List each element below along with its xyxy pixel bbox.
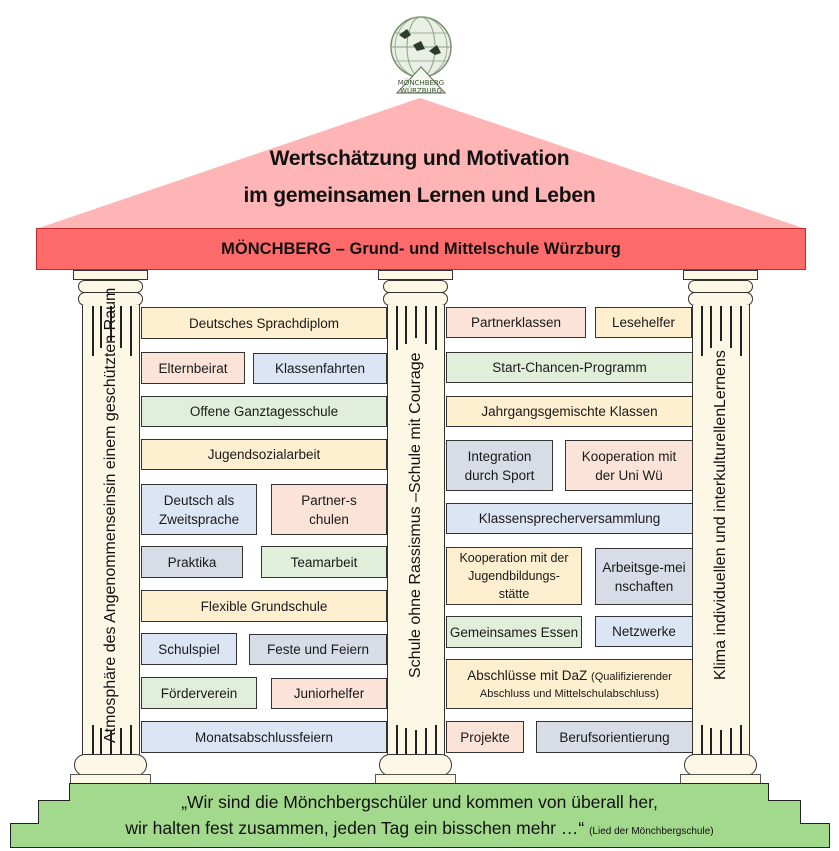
left-column-shaft bbox=[82, 305, 140, 757]
roof-title-line1: Wertschätzung und Motivation bbox=[269, 147, 570, 170]
box-netzwerke: Netzwerke bbox=[595, 616, 693, 647]
quote-source: (Lied der Mönchbergschule) bbox=[589, 826, 714, 837]
globe-climbers-logo-icon: MÖNCHBERG WÜRZBURG bbox=[390, 16, 452, 95]
roof-triangle bbox=[36, 98, 806, 229]
right-column-shaft bbox=[692, 305, 750, 757]
box-elternbeirat: Elternbeirat bbox=[141, 352, 245, 384]
svg-text:MÖNCHBERG: MÖNCHBERG bbox=[398, 78, 444, 87]
left-column-base bbox=[74, 754, 147, 776]
box-teamarbeit: Teamarbeit bbox=[261, 546, 387, 578]
middle-column-capital-ring bbox=[383, 292, 448, 306]
middle-column-label: Schule ohne Rassismus –Schule mit Courag… bbox=[407, 352, 424, 678]
box-kooperation-uni: Kooperation mit der Uni Wü bbox=[565, 440, 693, 491]
box-schulspiel: Schulspiel bbox=[141, 633, 237, 665]
abschluesse-note: (Qualifizierender bbox=[591, 670, 672, 683]
right-column-label: Klima individuellen und interkulturellen… bbox=[712, 350, 729, 680]
box-foerderverein: Förderverein bbox=[141, 677, 257, 709]
box-partnerklassen: Partnerklassen bbox=[446, 307, 586, 338]
middle-column-shaft bbox=[387, 305, 445, 757]
box-deutsch-als-zweitsprache: Deutsch als Zweitsprache bbox=[141, 484, 257, 535]
box-start-chancen-programm: Start-Chancen-Programm bbox=[446, 352, 693, 383]
middle-column-abacus bbox=[378, 270, 453, 280]
box-praktika: Praktika bbox=[141, 546, 243, 578]
box-juniorhelfer: Juniorhelfer bbox=[271, 678, 387, 709]
box-arbeitsgemeinschaften: Arbeitsge-meinschaften bbox=[595, 548, 693, 605]
box-partnerschulen: Partner-schulen bbox=[271, 484, 387, 535]
box-jugendsozialarbeit: Jugendsozialarbeit bbox=[141, 439, 387, 470]
box-kooperation-jugendbildungsstaette: Kooperation mit der Jugendbildungs-stätt… bbox=[446, 547, 582, 605]
school-logo: MÖNCHBERG WÜRZBURG bbox=[387, 5, 457, 103]
box-deutsches-sprachdiplom: Deutsches Sprachdiplom bbox=[141, 307, 387, 339]
school-name-beam: MÖNCHBERG – Grund- und Mittelschule Würz… bbox=[36, 228, 806, 270]
box-klassensprecherversammlung: Klassensprecherversammlung bbox=[446, 503, 693, 534]
school-name: MÖNCHBERG – Grund- und Mittelschule Würz… bbox=[221, 239, 621, 258]
box-jahrgangsgemischte-klassen: Jahrgangsgemischte Klassen bbox=[446, 396, 693, 427]
right-column-capital-ring bbox=[688, 292, 753, 306]
box-lesehelfer: Lesehelfer bbox=[595, 307, 692, 338]
quote-line1: „Wir sind die Mönchbergschüler und komme… bbox=[181, 792, 658, 812]
box-offene-ganztagesschule: Offene Ganztagesschule bbox=[141, 396, 387, 427]
box-klassenfahrten: Klassenfahrten bbox=[253, 353, 387, 384]
box-monatsabschlussfeiern: Monatsabschlussfeiern bbox=[141, 721, 387, 753]
roof-title-line2: im gemeinsamen Lernen und Leben bbox=[243, 184, 596, 207]
box-projekte: Projekte bbox=[446, 721, 524, 753]
box-flexible-grundschule: Flexible Grundschule bbox=[141, 590, 387, 622]
box-integration-durch-sport: Integration durch Sport bbox=[446, 440, 553, 491]
box-gemeinsames-essen: Gemeinsames Essen bbox=[446, 616, 582, 648]
middle-column-base bbox=[379, 754, 452, 776]
box-abschluesse-mit-daz: Abschlüsse mit DaZ (Qualifizierender Abs… bbox=[446, 659, 693, 709]
quote-line2: wir halten fest zusammen, jeden Tag ein … bbox=[125, 818, 714, 838]
box-feste-und-feiern: Feste und Feiern bbox=[249, 634, 387, 665]
right-column-base bbox=[684, 754, 757, 776]
right-column-abacus bbox=[683, 270, 758, 280]
svg-text:WÜRZBURG: WÜRZBURG bbox=[400, 86, 442, 95]
left-column-abacus bbox=[73, 270, 148, 280]
roof-pediment bbox=[36, 98, 806, 229]
box-berufsorientierung: Berufsorientierung bbox=[536, 721, 693, 753]
